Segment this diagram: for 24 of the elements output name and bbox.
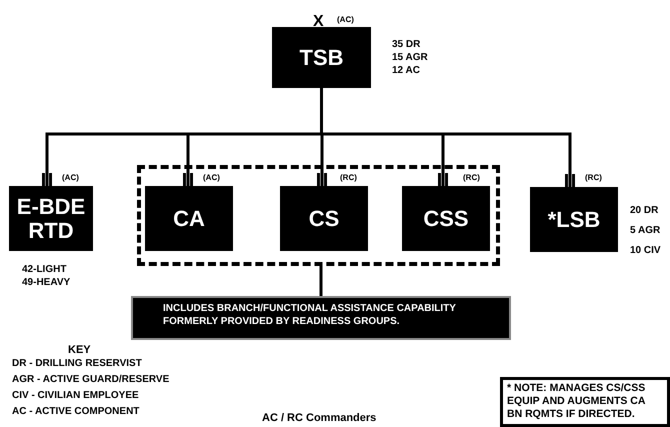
component-tag: (RC) [463, 173, 480, 184]
strength-note: 35 DR 15 AGR 12 AC [392, 38, 429, 77]
key-entry: DR - DRILLING RESERVIST [12, 357, 142, 370]
component-tag: (RC) [340, 173, 357, 184]
strength-note: 42-LIGHT 49-HEAVY [22, 263, 72, 289]
note-box: * NOTE: MANAGES CS/CSS EQUIP AND AUGMENTS CA BN RQMTS IF DIRECTED. [500, 377, 670, 427]
key-entry: CIV - CIVILIAN EMPLOYEE [12, 389, 139, 402]
component-tag: (AC) [203, 173, 220, 184]
caption: AC / RC Commanders [262, 411, 376, 426]
unit-box: E-BDE RTD [9, 186, 93, 251]
unit-box: *LSB [530, 187, 618, 252]
key-entry: AC - ACTIVE COMPONENT [12, 405, 140, 418]
component-tag: (AC) [62, 173, 79, 184]
dashed-group-frame [137, 165, 500, 266]
unit-box: CA [145, 186, 233, 251]
component-tag: (AC) [337, 15, 354, 26]
unit-box: CSS [402, 186, 490, 251]
info-banner: INCLUDES BRANCH/FUNCTIONAL ASSISTANCE CAPABILITY FORMERLY PROVIDED BY READINESS GROUPS. [131, 296, 511, 340]
key-heading: KEY [68, 343, 91, 358]
unit-box: CS [280, 186, 368, 251]
component-tag: (RC) [585, 173, 602, 184]
strength-note: 20 DR 5 AGR 10 CIV [630, 204, 662, 258]
key-entry: AGR - ACTIVE GUARD/RESERVE [12, 373, 170, 386]
unit-box: TSB [272, 27, 371, 88]
